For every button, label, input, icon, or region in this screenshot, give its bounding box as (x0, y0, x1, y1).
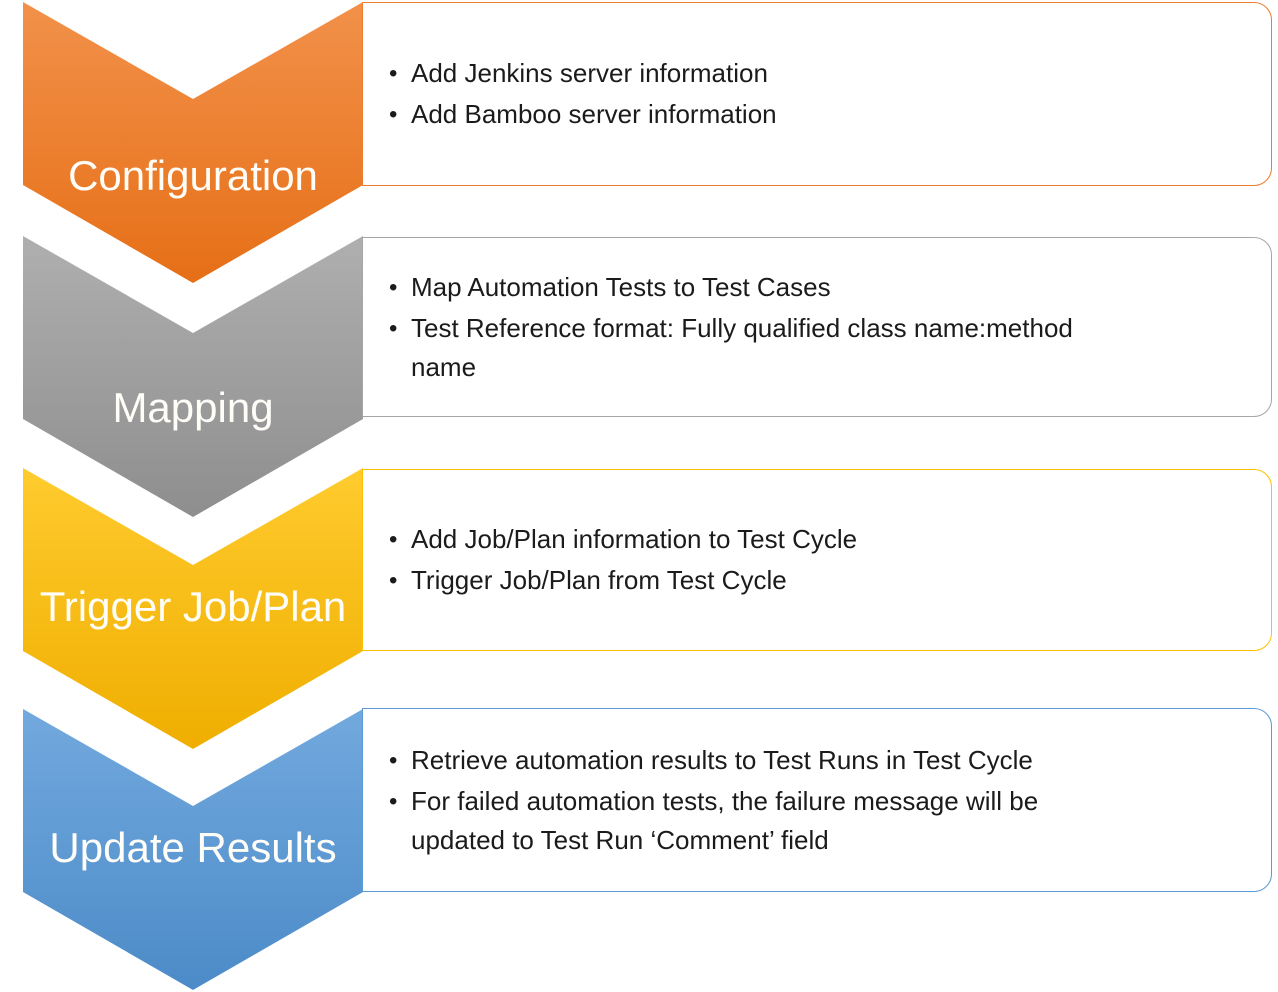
bullet-icon: • (389, 787, 398, 815)
chevron-shape (23, 236, 363, 517)
list-item: • Retrieve automation results to Test Ru… (389, 741, 1241, 780)
bullet-list: • Add Job/Plan information to Test Cycle… (389, 518, 1241, 602)
list-item: • Trigger Job/Plan from Test Cycle (389, 561, 1241, 600)
bullet-icon: • (389, 101, 398, 128)
bullet-icon: • (389, 567, 398, 594)
bullet-text: Add Job/Plan information to Test Cycle (411, 524, 858, 554)
bullet-text: Add Jenkins server information (411, 58, 768, 88)
list-item: • For failed automation tests, the failu… (389, 782, 1241, 860)
info-box-trigger-job-plan: • Add Job/Plan information to Test Cycle… (362, 469, 1272, 651)
chevron-shape (23, 468, 363, 749)
bullet-text: Add Bamboo server information (411, 99, 777, 129)
bullet-icon: • (389, 60, 398, 87)
list-item: • Add Jenkins server information (389, 54, 1241, 93)
step-label-update-results: Update Results (49, 824, 337, 871)
bullet-icon: • (389, 746, 398, 774)
chevron-trigger-job-plan (23, 468, 363, 749)
list-item: • Add Bamboo server information (389, 95, 1241, 134)
bullet-text: For failed automation tests, the failure… (411, 785, 1039, 855)
chevron-mapping (23, 236, 363, 517)
info-box-configuration: • Add Jenkins server information • Add B… (362, 2, 1272, 186)
chevron-shape (23, 2, 363, 283)
bullet-text: Test Reference format: Fully qualified c… (411, 312, 1073, 382)
list-item: • Add Job/Plan information to Test Cycle (389, 520, 1241, 559)
chevron-update-results (23, 709, 363, 990)
bullet-list: • Retrieve automation results to Test Ru… (389, 739, 1241, 862)
info-box-mapping: • Map Automation Tests to Test Cases • T… (362, 237, 1272, 417)
bullet-list: • Map Automation Tests to Test Cases • T… (389, 266, 1241, 389)
bullet-list: • Add Jenkins server information • Add B… (389, 52, 1241, 136)
step-label-configuration: Configuration (68, 152, 318, 199)
bullet-icon: • (389, 273, 398, 301)
bullet-text: Trigger Job/Plan from Test Cycle (411, 565, 787, 595)
chevron-configuration (23, 2, 363, 283)
bullet-icon: • (389, 526, 398, 553)
bullet-icon: • (389, 314, 398, 342)
step-label-trigger-job-plan: Trigger Job/Plan (39, 583, 347, 630)
info-box-update-results: • Retrieve automation results to Test Ru… (362, 708, 1272, 892)
list-item: • Map Automation Tests to Test Cases (389, 268, 1241, 307)
bullet-text: Map Automation Tests to Test Cases (411, 271, 831, 302)
chevron-shape (23, 709, 363, 990)
bullet-text: Retrieve automation results to Test Runs… (411, 744, 1033, 775)
list-item: • Test Reference format: Fully qualified… (389, 309, 1241, 387)
step-label-mapping: Mapping (112, 384, 274, 431)
